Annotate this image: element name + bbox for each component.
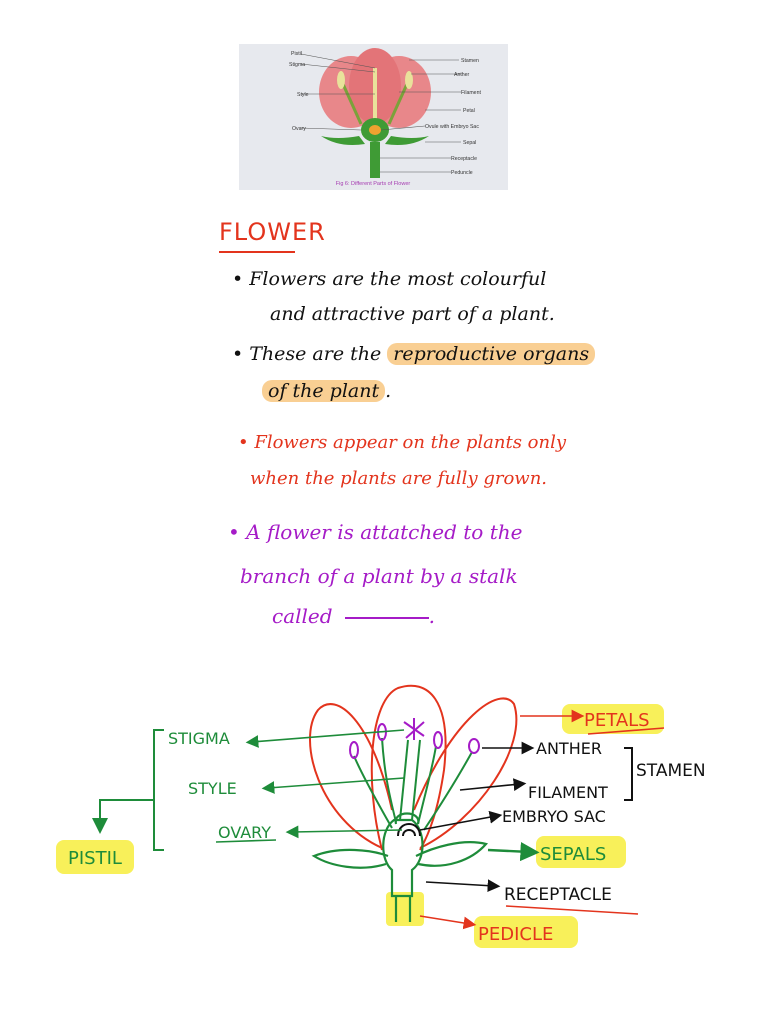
diagram-stigma: [403, 718, 425, 740]
note-p3-line2: when the plants are fully grown.: [250, 468, 548, 489]
note-p2-end: .: [385, 380, 392, 402]
photo-label-style: Style: [297, 92, 309, 98]
note-p4-line3: called.: [272, 604, 435, 628]
title-underline: [219, 251, 295, 253]
label-pedicle: PEDICLE: [478, 924, 553, 945]
photo-sepal-left: [321, 136, 365, 145]
note-p4-line1: • A flower is attatched to the: [228, 520, 523, 544]
pistil-bracket: [92, 729, 164, 851]
label-stigma: STIGMA: [168, 729, 230, 748]
photo-anther-right: [405, 71, 413, 89]
note-p4-end: .: [428, 604, 435, 628]
diagram-pedicel: [394, 896, 412, 922]
stamen-bracket: [624, 747, 633, 801]
highlight-pistil: [56, 840, 134, 874]
photo-label-stigma: Stigma: [289, 62, 305, 68]
photo-labels: Pistil Stigma Style Ovary Stamen Anther …: [289, 51, 481, 176]
label-pistil: PISTIL: [68, 848, 122, 869]
photo-filament-right: [387, 83, 409, 125]
note-p2-line1: • These are the reproductive organs: [232, 343, 596, 365]
photo-anther-left: [337, 71, 345, 89]
note-p1-line2: and attractive part of a plant.: [270, 303, 555, 325]
arrow-sepals: [487, 841, 540, 862]
notes-title: FLOWER: [219, 218, 326, 246]
flower-diagram: STIGMA STYLE OVARY PISTIL PETALS ANTHER …: [56, 684, 706, 948]
photo-leader-lines: [300, 53, 461, 173]
left-arrows: [245, 729, 405, 839]
label-sepals: SEPALS: [540, 844, 606, 865]
label-ovary: OVARY: [218, 823, 271, 842]
flower-photo-drawing: Pistil Stigma Style Ovary Stamen Anther …: [289, 48, 481, 187]
label-receptacle: RECEPTACLE: [504, 885, 612, 905]
label-anther: ANTHER: [536, 739, 602, 758]
photo-label-ovule: Ovule with Embryo Sac: [425, 124, 479, 130]
diagram-style: [399, 739, 421, 821]
highlight-sepals: [536, 836, 626, 868]
photo-peduncle: [370, 142, 380, 178]
photo-label-ovary: Ovary: [292, 126, 306, 132]
photo-filament-left: [341, 83, 363, 125]
photo-label-receptacle: Receptacle: [451, 156, 477, 162]
highlight-pedicle: [474, 916, 578, 948]
label-underlines: [505, 727, 665, 915]
right-arrows: [419, 741, 535, 893]
label-filament: FILAMENT: [528, 783, 608, 802]
note-p3-line1: • Flowers appear on the plants only: [238, 432, 567, 453]
note-p4-called: called: [272, 604, 333, 628]
ovary-underline: [215, 839, 277, 843]
photo-label-filament: Filament: [461, 90, 481, 96]
photo-label-sepal: Sepal: [463, 140, 476, 146]
note-p2-pre: • These are the: [232, 343, 382, 365]
arrow-pedicle: [419, 915, 477, 930]
photo-label-peduncle: Peduncle: [451, 170, 473, 176]
photo-caption: Fig 6: Different Parts of Flower: [336, 181, 411, 187]
note-p2-line2: of the plant.: [262, 380, 391, 402]
diagram-sepals: [311, 841, 489, 869]
label-style: STYLE: [188, 779, 237, 798]
highlight-reproductive-organs: reproductive organs: [387, 343, 596, 365]
fill-in-blank: [344, 616, 429, 619]
photo-label-petal: Petal: [463, 108, 475, 114]
note-p1-line1: • Flowers are the most colourful: [232, 268, 547, 290]
highlight-petals: [562, 704, 664, 734]
label-petals: PETALS: [584, 710, 650, 731]
diagram-labels: STIGMA STYLE OVARY PISTIL PETALS ANTHER …: [68, 710, 706, 945]
highlight-of-the-plant: of the plant: [262, 380, 386, 402]
label-stamen: STAMEN: [636, 761, 706, 781]
photo-sepal-right: [385, 136, 429, 145]
flower-photo: Pistil Stigma Style Ovary Stamen Anther …: [239, 44, 508, 190]
diagram-embryo-sac: [397, 823, 421, 837]
note-p4-line2: branch of a plant by a stalk: [240, 564, 518, 588]
photo-ovule: [369, 125, 381, 135]
photo-label-anther: Anther: [454, 72, 470, 78]
photo-label-stamen: Stamen: [461, 58, 479, 64]
label-embryo-sac: EMBRYO SAC: [502, 807, 606, 826]
photo-label-pistil: Pistil: [291, 51, 302, 57]
